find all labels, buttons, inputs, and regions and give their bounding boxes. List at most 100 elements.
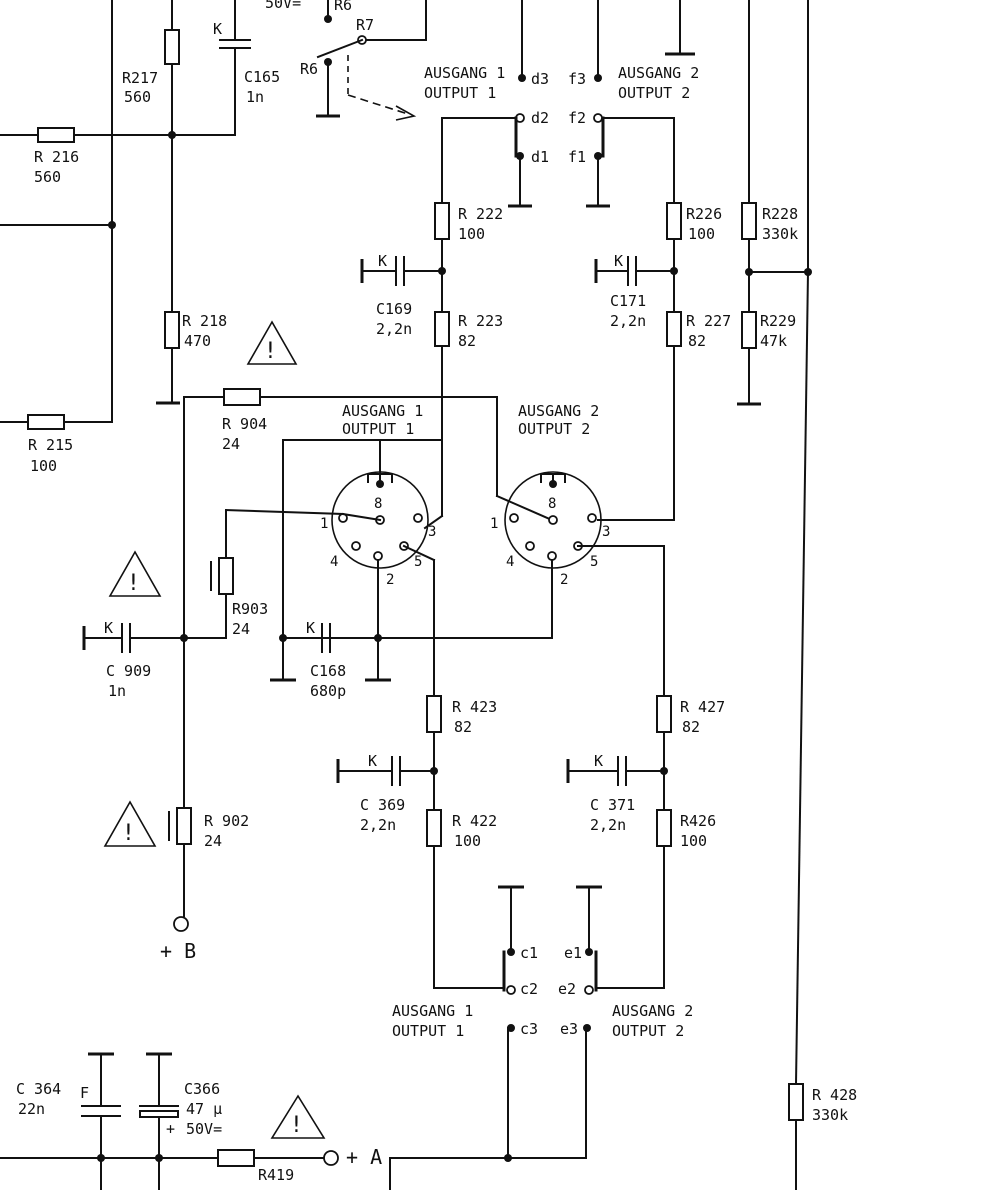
c364-value: 22n (18, 1100, 45, 1118)
socket1-ausgang: AUSGANG 1 (342, 402, 423, 420)
c909-name: C 909 (106, 662, 151, 680)
r217-name: R217 (122, 69, 158, 87)
r426-name: R426 (680, 812, 716, 830)
resistor-r903 (218, 557, 234, 595)
c168-value: 680p (310, 682, 346, 700)
bottom-output-1: OUTPUT 1 (392, 1022, 464, 1040)
resistor-r215 (27, 414, 65, 430)
din2-pin8: 8 (548, 496, 556, 512)
socket1-output: OUTPUT 1 (342, 420, 414, 438)
r427-name: R 427 (680, 698, 725, 716)
c169-name: C169 (376, 300, 412, 318)
bottom-output-2: OUTPUT 2 (612, 1022, 684, 1040)
c371-name: C 371 (590, 796, 635, 814)
r216-value: 560 (34, 168, 61, 186)
contact-c3: c3 (520, 1020, 538, 1038)
svg-text:!: ! (129, 571, 138, 596)
r229-value: 47k (760, 332, 787, 350)
r422-name: R 422 (452, 812, 497, 830)
c364-name: C 364 (16, 1080, 61, 1098)
bottom-ausgang-2: AUSGANG 2 (612, 1002, 693, 1020)
r215-name: R 215 (28, 436, 73, 454)
c366-voltage: 50V= (186, 1120, 222, 1138)
r903-name: R903 (232, 600, 268, 618)
c171-name: C171 (610, 292, 646, 310)
c165-value: 1n (246, 88, 264, 106)
resistor-r229 (741, 311, 757, 349)
resistor-r222 (434, 202, 450, 240)
warning-icon: ! (103, 800, 157, 847)
r903-value: 24 (232, 620, 250, 638)
din1-pin3: 3 (428, 524, 436, 540)
contact-c2: c2 (520, 980, 538, 998)
r419-name: R419 (258, 1166, 294, 1184)
c171-tag: K (614, 252, 623, 270)
c165-tag: K (213, 20, 222, 38)
r427-value: 82 (682, 718, 700, 736)
resistor-r217 (164, 29, 180, 65)
r902-value: 24 (204, 832, 222, 850)
c366-polarity: + (166, 1120, 175, 1138)
resistor-r426 (656, 809, 672, 847)
contact-f3: f3 (568, 70, 586, 88)
r218-value: 470 (184, 332, 211, 350)
warning-icon: ! (270, 1094, 326, 1139)
c169-value: 2,2n (376, 320, 412, 338)
din2-pin5: 5 (590, 554, 598, 570)
r904-name: R 904 (222, 415, 267, 433)
r904-value: 24 (222, 435, 240, 453)
c171-value: 2,2n (610, 312, 646, 330)
din1-pin5: 5 (414, 554, 422, 570)
r428-value: 330k (812, 1106, 848, 1124)
resistor-r226 (666, 202, 682, 240)
resistor-r228 (741, 202, 757, 240)
din2-pin2: 2 (560, 572, 568, 588)
resistor-r223 (434, 311, 450, 347)
din1-pin2: 2 (386, 572, 394, 588)
output-2-top: OUTPUT 2 (618, 84, 690, 102)
c168-name: C168 (310, 662, 346, 680)
c169-tag: K (378, 252, 387, 270)
din1-pin4: 4 (330, 554, 338, 570)
contact-e1: e1 (564, 944, 582, 962)
r226-value: 100 (688, 225, 715, 243)
c371-tag: K (594, 752, 603, 770)
contact-e3: e3 (560, 1020, 578, 1038)
ausgang-1-top: AUSGANG 1 (424, 64, 505, 82)
r227-value: 82 (688, 332, 706, 350)
resistor-r227 (666, 311, 682, 347)
r6-label: R6 (334, 0, 352, 14)
contact-f2: f2 (568, 109, 586, 127)
resistor-r422 (426, 809, 442, 847)
c369-tag: K (368, 752, 377, 770)
contact-d1: d1 (531, 148, 549, 166)
plus-a-terminal: + A (346, 1145, 382, 1169)
r426-value: 100 (680, 832, 707, 850)
r227-name: R 227 (686, 312, 731, 330)
r223-name: R 223 (458, 312, 503, 330)
r215-value: 100 (30, 457, 57, 475)
c364-tag: F (80, 1084, 89, 1102)
r423-name: R 423 (452, 698, 497, 716)
svg-text:!: ! (292, 1113, 301, 1138)
r222-name: R 222 (458, 205, 503, 223)
r7-label: R7 (356, 16, 374, 34)
svg-text:!: ! (266, 339, 275, 364)
resistor-r902 (176, 807, 192, 845)
r218-name: R 218 (182, 312, 227, 330)
top-voltage-label: 50V= (265, 0, 301, 12)
din2-pin4: 4 (506, 554, 514, 570)
svg-text:!: ! (124, 821, 133, 846)
din1-pin8: 8 (374, 496, 382, 512)
contact-d3: d3 (531, 70, 549, 88)
warning-icon: ! (246, 320, 298, 365)
r6-label: R6 (300, 60, 318, 78)
resistor-r218 (164, 311, 180, 349)
c369-value: 2,2n (360, 816, 396, 834)
resistor-r216 (37, 127, 75, 143)
c909-value: 1n (108, 682, 126, 700)
c366-value: 47 µ (186, 1100, 222, 1118)
contact-c1: c1 (520, 944, 538, 962)
plus-b-terminal: + B (160, 939, 196, 963)
r422-value: 100 (454, 832, 481, 850)
